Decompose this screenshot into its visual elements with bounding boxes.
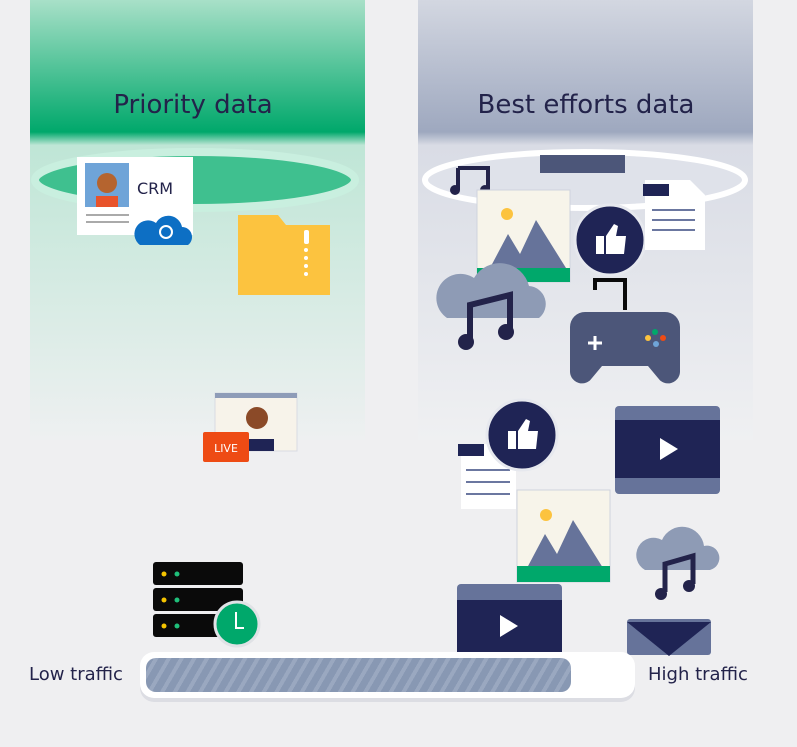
thumbs-up-icon-2: [458, 398, 559, 509]
low-traffic-label: Low traffic: [29, 664, 123, 685]
thumbs-up-icon: [573, 203, 647, 277]
server-clock-icon: [153, 562, 261, 648]
high-traffic-label: High traffic: [648, 664, 748, 685]
video-player-icon-2: [457, 584, 562, 654]
image-icon-2: [516, 489, 611, 583]
zip-folder-icon: [238, 215, 330, 295]
priority-title: Priority data: [113, 90, 272, 120]
crm-card-icon: CRM: [77, 157, 193, 245]
crm-label: CRM: [137, 179, 173, 198]
cloud-music-icon: [436, 263, 546, 350]
cloud-music-icon-2: [636, 526, 720, 600]
traffic-meter-fill: [146, 658, 572, 692]
live-label: LIVE: [214, 442, 238, 455]
traffic-meter: [140, 652, 635, 698]
gamepad-icon: [570, 278, 680, 384]
envelope-icon: [627, 619, 711, 656]
live-video-icon: LIVE: [203, 392, 298, 462]
video-tile-icon: [540, 155, 625, 173]
cloud-sync-icon: [134, 215, 192, 245]
video-player-icon: [615, 406, 720, 494]
best-efforts-title: Best efforts data: [478, 90, 695, 120]
document-icon: [643, 180, 705, 250]
